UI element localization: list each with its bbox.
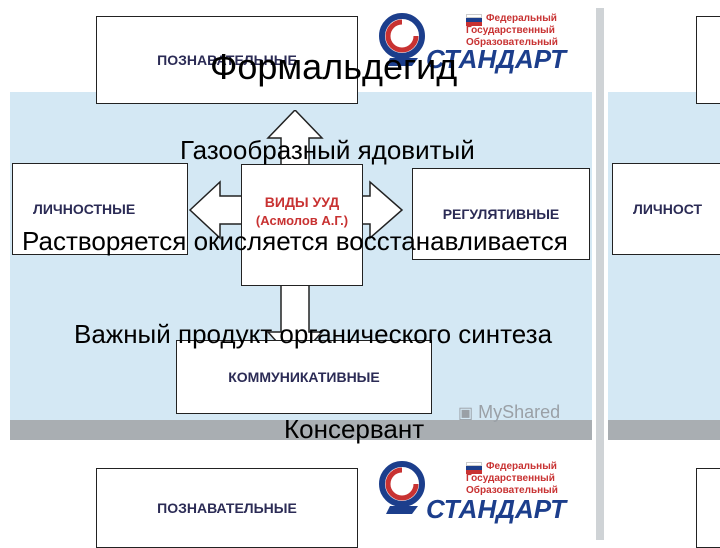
box-cognitive: ПОЗНАВАТЕЛЬНЫЕ: [96, 16, 358, 104]
logo-line-2-bottom: Государственный: [466, 473, 555, 484]
box-center: ВИДЫ УУД (Асмолов А.Г.): [241, 164, 363, 286]
box-cognitive-bottom: ПОЗНАВАТЕЛЬНЫЕ: [96, 468, 358, 548]
box-personal-right: ЛИЧНОСТ: [612, 163, 720, 255]
box-partial-right-bottom: [696, 468, 720, 548]
box-cognitive-label: ПОЗНАВАТЕЛЬНЫЕ: [157, 52, 297, 68]
box-communicative-label: КОММУНИКАТИВНЫЕ: [228, 369, 380, 385]
overlay-line-3: Важный продукт органического синтеза: [74, 319, 553, 349]
logo-line-3-bottom: Образовательный: [466, 485, 558, 496]
slide-right-bottom-strip: [608, 420, 720, 440]
box-personal-right-label: ЛИЧНОСТ: [633, 201, 703, 217]
logo-word: СТАНДАРТ: [426, 44, 567, 74]
slide-divider: [596, 8, 604, 540]
slide-bottom-strip: [10, 420, 592, 440]
slide-right-blue-band: [608, 92, 720, 422]
flag-icon-bottom: [466, 462, 482, 474]
overlay-line-2: Растворяется окисляется восстанавливаетс…: [22, 226, 568, 256]
box-cognitive-bottom-label: ПОЗНАВАТЕЛЬНЫЕ: [157, 500, 297, 516]
logo-line-2: Государственный: [466, 25, 555, 36]
box-regulatory-label: РЕГУЛЯТИВНЫЕ: [442, 206, 560, 222]
logo-line-1-bottom: Федеральный: [486, 461, 557, 472]
box-regulatory: РЕГУЛЯТИВНЫЕ: [412, 168, 590, 260]
overlay-line-4: Консервант: [284, 414, 425, 444]
logo-word-bottom: СТАНДАРТ: [426, 494, 567, 524]
box-partial-right-top: [696, 16, 720, 104]
watermark-text: MyShared: [478, 402, 561, 422]
overlay-title: Формальдегид: [210, 46, 458, 87]
center-subtitle: (Асмолов А.Г.): [255, 213, 349, 228]
watermark: ▣ MyShared: [458, 402, 560, 423]
watermark-icon: ▣: [458, 405, 474, 422]
center-title: ВИДЫ УУД: [264, 194, 340, 210]
fgos-logo-icon-bottom: [379, 461, 425, 514]
flag-icon: [466, 14, 482, 26]
fgos-logo-icon: [379, 13, 425, 66]
logo-line-1: Федеральный: [486, 13, 557, 24]
overlay-line-1: Газообразный ядовитый: [180, 135, 475, 165]
logo-line-3: Образовательный: [466, 37, 558, 48]
box-communicative: КОММУНИКАТИВНЫЕ: [176, 340, 432, 414]
box-personal-label: ЛИЧНОСТНЫЕ: [33, 201, 136, 217]
box-personal: ЛИЧНОСТНЫЕ: [12, 163, 188, 255]
